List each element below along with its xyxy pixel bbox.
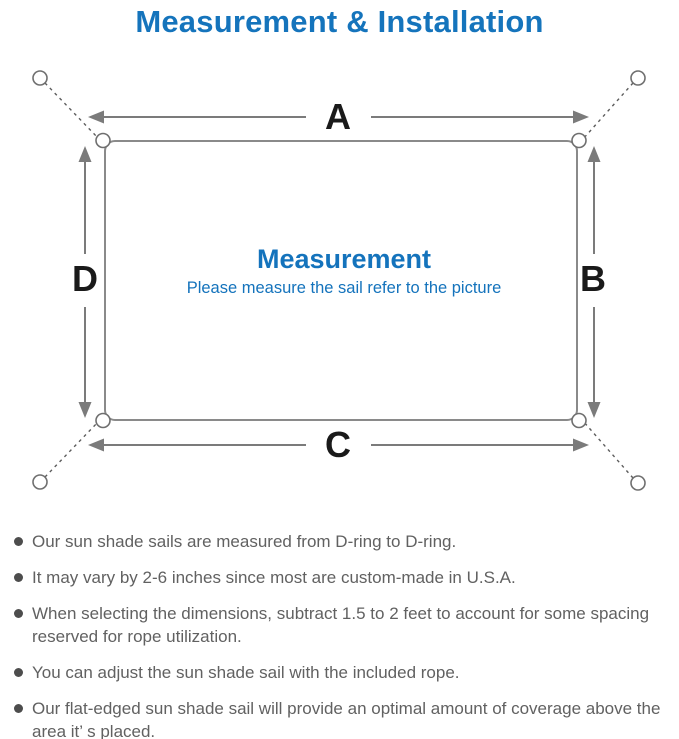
rope-top-left-line xyxy=(44,82,100,140)
note-text: Our sun shade sails are measured from D-… xyxy=(32,532,457,551)
arrowhead-c-right xyxy=(573,438,589,452)
note-text: It may vary by 2-6 inches since most are… xyxy=(32,568,516,587)
notes-list: Our sun shade sails are measured from D-… xyxy=(0,530,679,739)
arrowhead-d-up xyxy=(78,146,92,162)
side-label-b: B xyxy=(580,258,606,299)
anchor-ring-bottom-right xyxy=(630,475,646,491)
d-ring-bottom-right xyxy=(571,412,587,429)
sail-outline xyxy=(104,140,578,421)
arrowhead-a-right xyxy=(573,110,589,124)
d-ring-bottom-left xyxy=(95,412,111,429)
side-label-d: D xyxy=(72,258,98,299)
arrowhead-d-down xyxy=(78,402,92,418)
page-title: Measurement & Installation xyxy=(135,4,544,39)
side-label-c: C xyxy=(325,424,351,465)
diagram-center-subtitle: Please measure the sail refer to the pic… xyxy=(187,279,502,297)
arrowhead-b-down xyxy=(587,402,601,418)
note-item-measured-dring: Our sun shade sails are measured from D-… xyxy=(12,530,673,553)
side-label-a: A xyxy=(325,96,351,137)
bullet-icon xyxy=(14,573,23,582)
rope-bottom-left-line xyxy=(44,420,100,478)
anchor-ring-top-right xyxy=(630,70,646,86)
arrowhead-b-up xyxy=(587,146,601,162)
note-item-vary-inches: It may vary by 2-6 inches since most are… xyxy=(12,566,673,589)
arrowhead-a-left xyxy=(88,110,104,124)
d-ring-top-right xyxy=(571,132,587,149)
anchor-ring-bottom-left xyxy=(32,474,48,490)
bullet-icon xyxy=(14,704,23,713)
diagram-center-title: Measurement xyxy=(257,244,431,274)
bullet-icon xyxy=(14,537,23,546)
rope-bottom-right-line xyxy=(582,420,634,479)
note-text: You can adjust the sun shade sail with t… xyxy=(32,663,460,682)
note-item-flat-edged-coverage: Our flat-edged sun shade sail will provi… xyxy=(12,697,673,739)
measurement-diagram: A B C D Measurement Please measure the s… xyxy=(32,70,646,491)
anchor-ring-top-left xyxy=(32,70,48,86)
note-text: When selecting the dimensions, subtract … xyxy=(32,604,650,646)
note-item-adjust-rope: You can adjust the sun shade sail with t… xyxy=(12,661,673,684)
rope-top-right-line xyxy=(582,82,634,140)
d-ring-top-left xyxy=(95,132,111,149)
note-item-subtract-feet: When selecting the dimensions, subtract … xyxy=(12,602,673,648)
bullet-icon xyxy=(14,668,23,677)
arrowhead-c-left xyxy=(88,438,104,452)
bullet-icon xyxy=(14,609,23,618)
note-text: Our flat-edged sun shade sail will provi… xyxy=(32,699,661,739)
